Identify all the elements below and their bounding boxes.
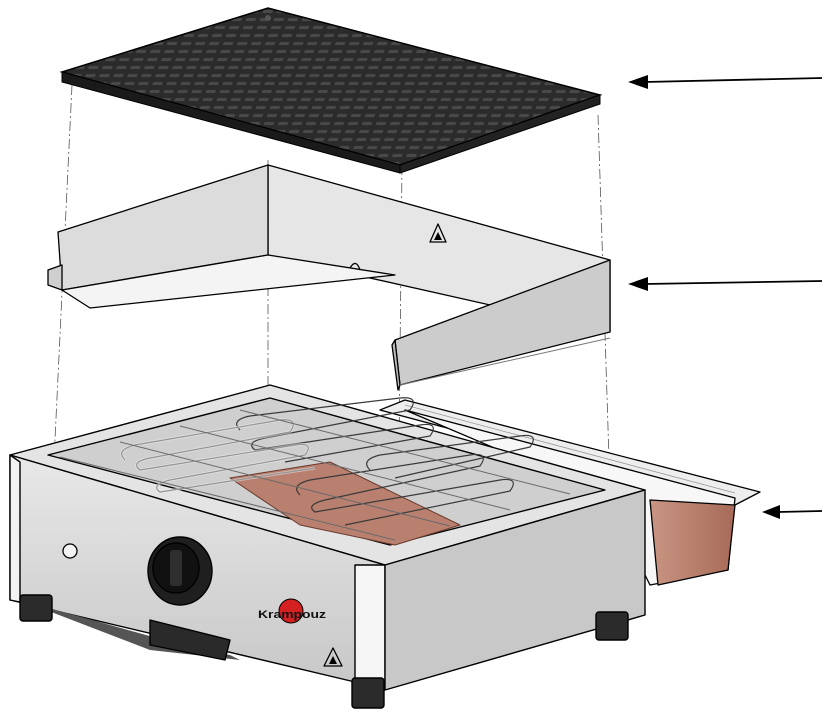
grill-body: Krampouz [9, 384, 646, 709]
brand-logo-text: Krampouz [258, 609, 327, 621]
callout-arrows [628, 75, 823, 519]
warning-triangle-icon [323, 647, 343, 667]
thermostat-knob [147, 536, 213, 606]
warning-triangle-icon [429, 223, 447, 243]
arrow-left-icon [762, 505, 823, 519]
support-bars [59, 409, 571, 541]
arrow-left-icon [628, 277, 823, 291]
wind-shield [47, 164, 611, 391]
arrow-left-icon [628, 75, 823, 89]
heating-element [120, 397, 534, 526]
drip-tray [379, 399, 761, 586]
grill-grate [59, 7, 603, 174]
grill-feet [19, 594, 629, 709]
power-indicator-light [62, 543, 78, 559]
brand-logo: Krampouz [258, 598, 327, 624]
